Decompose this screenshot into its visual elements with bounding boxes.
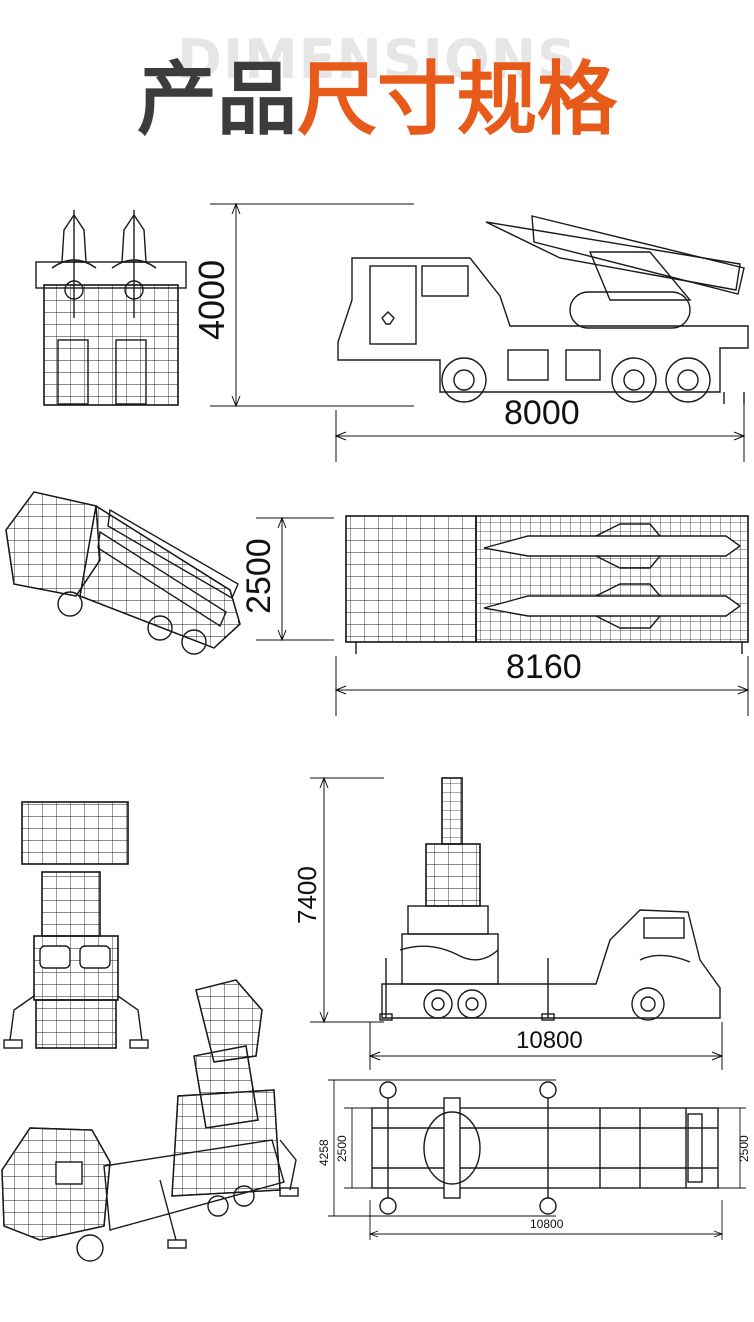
launcher-width-label: 2500: [240, 538, 278, 614]
launcher-length-dim: [334, 404, 746, 462]
launcher-height-dim: [210, 202, 414, 408]
page-header: DIMENSIONS 产品尺寸规格: [0, 0, 754, 170]
title-dark-part: 产品: [137, 53, 297, 146]
radar-length-label: 10800: [516, 1027, 583, 1054]
launcher-top-length-label: 8160: [506, 648, 582, 686]
radar-front-view: [3, 801, 149, 1049]
launcher-front-view: [35, 210, 187, 406]
launcher-length-label: 8000: [504, 394, 580, 432]
page-title: 产品尺寸规格: [0, 52, 754, 148]
radar-height-dim: [310, 776, 384, 1024]
radar-length-dim: [368, 1022, 724, 1070]
radar-height-label: 7400: [292, 866, 322, 924]
title-accent-part: 尺寸规格: [297, 53, 617, 146]
radar-top-view: [371, 1081, 719, 1215]
launcher-width-dim: [256, 516, 334, 642]
launcher-side-view: [337, 215, 749, 404]
launcher-height-label: 4000: [191, 260, 232, 340]
launcher-top-length-dim: [334, 656, 750, 716]
watermark-text: DIMENSIONS: [177, 28, 577, 91]
radar-width-right-label: 2500: [737, 1135, 751, 1162]
radar-width-inner-label: 2500: [335, 1135, 349, 1162]
radar-top-dims: [328, 1079, 746, 1240]
radar-bottom-length-label: 10800: [530, 1217, 564, 1231]
radar-perspective-view: [1, 979, 299, 1262]
launcher-perspective-view: [5, 491, 241, 655]
radar-side-view: [379, 777, 721, 1021]
radar-width-outer-label: 4258: [317, 1139, 331, 1166]
launcher-top-view: [345, 515, 749, 654]
